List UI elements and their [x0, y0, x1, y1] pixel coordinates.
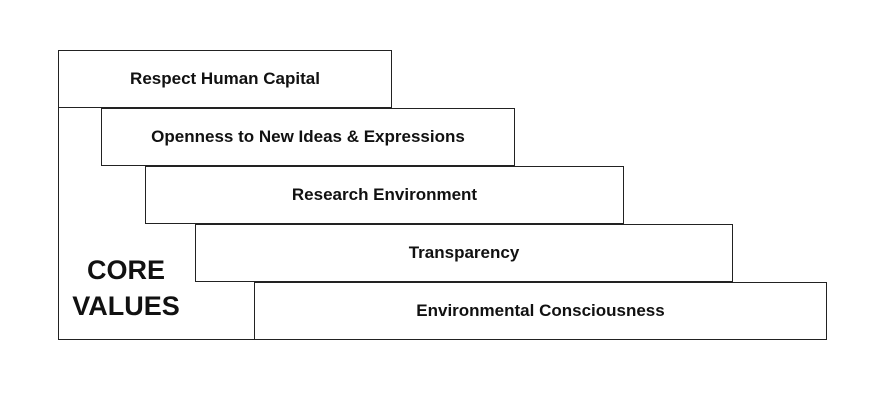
value-label: Environmental Consciousness — [416, 301, 665, 320]
core-title-line-2: VALUES — [72, 291, 180, 321]
core-values-title: CORE VALUES — [62, 252, 190, 324]
value-step-3: Research Environment — [145, 166, 624, 224]
value-step-5: Environmental Consciousness — [254, 282, 827, 340]
value-label: Openness to New Ideas & Expressions — [151, 127, 465, 146]
core-values-frame — [58, 108, 254, 340]
value-step-2: Openness to New Ideas & Expressions — [101, 108, 515, 166]
value-step-4: Transparency — [195, 224, 733, 282]
value-label: Transparency — [408, 243, 520, 262]
value-label: Research Environment — [291, 185, 478, 204]
value-label: Respect Human Capital — [130, 69, 320, 88]
core-title-line-1: CORE — [86, 255, 165, 285]
value-step-1: Respect Human Capital — [58, 50, 392, 108]
